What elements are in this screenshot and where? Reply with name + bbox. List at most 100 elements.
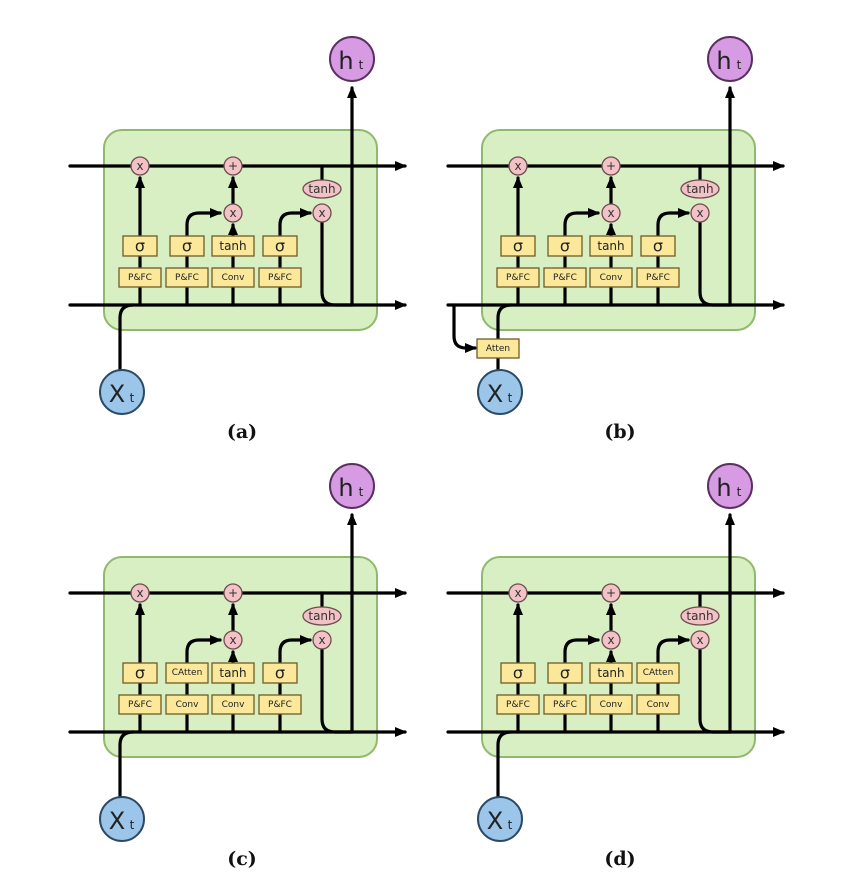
gate-box xyxy=(500,662,536,684)
input-wire xyxy=(118,303,135,374)
sub-box-label: P&FC xyxy=(553,273,577,283)
sub-box-label: P&FC xyxy=(268,273,292,283)
gate-box xyxy=(547,235,583,257)
hidden-output-node xyxy=(707,463,753,509)
sub-box xyxy=(589,267,633,288)
tanh-op-label: tanh xyxy=(308,609,335,623)
tanh-op xyxy=(302,606,342,626)
gate-label: σ xyxy=(560,664,570,683)
hidden-output-label: h xyxy=(338,474,353,502)
output-multiply-op xyxy=(690,203,710,223)
hidden-output-node xyxy=(329,36,375,82)
tanh-op-label: tanh xyxy=(686,182,713,196)
sub-box xyxy=(165,267,209,288)
sub-box xyxy=(543,267,587,288)
panel-caption: (a) xyxy=(227,421,257,443)
gate-box xyxy=(640,235,676,257)
input-label: X xyxy=(487,807,503,835)
tanh-op-label: tanh xyxy=(308,182,335,196)
input-subscript: t xyxy=(508,391,513,405)
hidden-output-subscript: t xyxy=(737,485,742,499)
forget-multiply-op-label: x xyxy=(514,159,521,173)
forget-multiply-op xyxy=(508,583,528,603)
sub-box-label: P&FC xyxy=(175,273,199,283)
input-subscript: t xyxy=(508,818,513,832)
sub-box xyxy=(211,267,255,288)
gate-label: σ xyxy=(275,237,285,256)
hidden-output-subscript: t xyxy=(359,58,364,72)
sub-box-label: Conv xyxy=(222,700,245,710)
atten-label: Atten xyxy=(486,344,510,354)
gate-label: σ xyxy=(653,237,663,256)
tanh-op xyxy=(680,179,720,199)
gate-box xyxy=(636,662,680,684)
add-op-label: + xyxy=(228,586,238,600)
add-op-label: + xyxy=(606,586,616,600)
panel-caption: (b) xyxy=(604,421,635,443)
add-op xyxy=(601,583,621,603)
sub-box-label: P&FC xyxy=(128,700,152,710)
gate-label: σ xyxy=(275,664,285,683)
gate-label: tanh xyxy=(597,666,624,680)
sub-box-label: Conv xyxy=(600,273,623,283)
output-multiply-op xyxy=(312,630,332,650)
sub-box-label: Conv xyxy=(647,700,670,710)
input-node xyxy=(477,796,523,842)
gate-box xyxy=(122,662,158,684)
gate-label: tanh xyxy=(219,239,246,253)
forget-multiply-op-label: x xyxy=(136,159,143,173)
sub-box xyxy=(496,694,540,715)
output-multiply-op-label: x xyxy=(318,633,325,647)
forget-multiply-op-label: x xyxy=(514,586,521,600)
input-wire xyxy=(496,303,513,374)
gate-label: σ xyxy=(560,237,570,256)
sub-box xyxy=(211,694,255,715)
sub-box xyxy=(258,267,302,288)
input-gate-wire xyxy=(563,635,600,734)
gate-label: tanh xyxy=(597,239,624,253)
output-gate-wire xyxy=(278,208,312,307)
input-subscript: t xyxy=(130,391,135,405)
sub-box-label: P&FC xyxy=(506,700,530,710)
hidden-output-node xyxy=(329,463,375,509)
gate-box xyxy=(122,235,158,257)
sub-box-label: P&FC xyxy=(128,273,152,283)
output-gate-wire xyxy=(656,208,690,307)
output-multiply-op-label: x xyxy=(318,206,325,220)
sub-box xyxy=(589,694,633,715)
input-node xyxy=(477,369,523,415)
input-multiply-op xyxy=(601,630,621,650)
sub-box xyxy=(165,694,209,715)
output-down-wire xyxy=(698,221,732,307)
gate-label: σ xyxy=(513,664,523,683)
input-node xyxy=(99,796,145,842)
hidden-output-label: h xyxy=(716,47,731,75)
sub-box xyxy=(258,694,302,715)
input-wire xyxy=(496,730,513,801)
hidden-output-label: h xyxy=(338,47,353,75)
sub-box xyxy=(118,267,162,288)
input-gate-wire xyxy=(185,208,222,307)
input-multiply-op xyxy=(601,203,621,223)
input-gate-wire xyxy=(185,635,222,734)
add-op xyxy=(601,156,621,176)
atten-box xyxy=(476,338,520,359)
input-multiply-op xyxy=(223,630,243,650)
gate-box xyxy=(500,235,536,257)
output-down-wire xyxy=(320,221,354,307)
gate-box xyxy=(547,662,583,684)
output-down-wire xyxy=(698,648,732,734)
input-label: X xyxy=(487,380,503,408)
panel-caption: (c) xyxy=(227,848,257,870)
gate-label: tanh xyxy=(219,666,246,680)
sub-box-label: Conv xyxy=(222,273,245,283)
forget-multiply-op-label: x xyxy=(136,586,143,600)
sub-box-label: P&FC xyxy=(506,273,530,283)
forget-multiply-op xyxy=(130,583,150,603)
gate-label: σ xyxy=(135,664,145,683)
hidden-output-label: h xyxy=(716,474,731,502)
input-multiply-op-label: x xyxy=(229,633,236,647)
input-label: X xyxy=(109,807,125,835)
